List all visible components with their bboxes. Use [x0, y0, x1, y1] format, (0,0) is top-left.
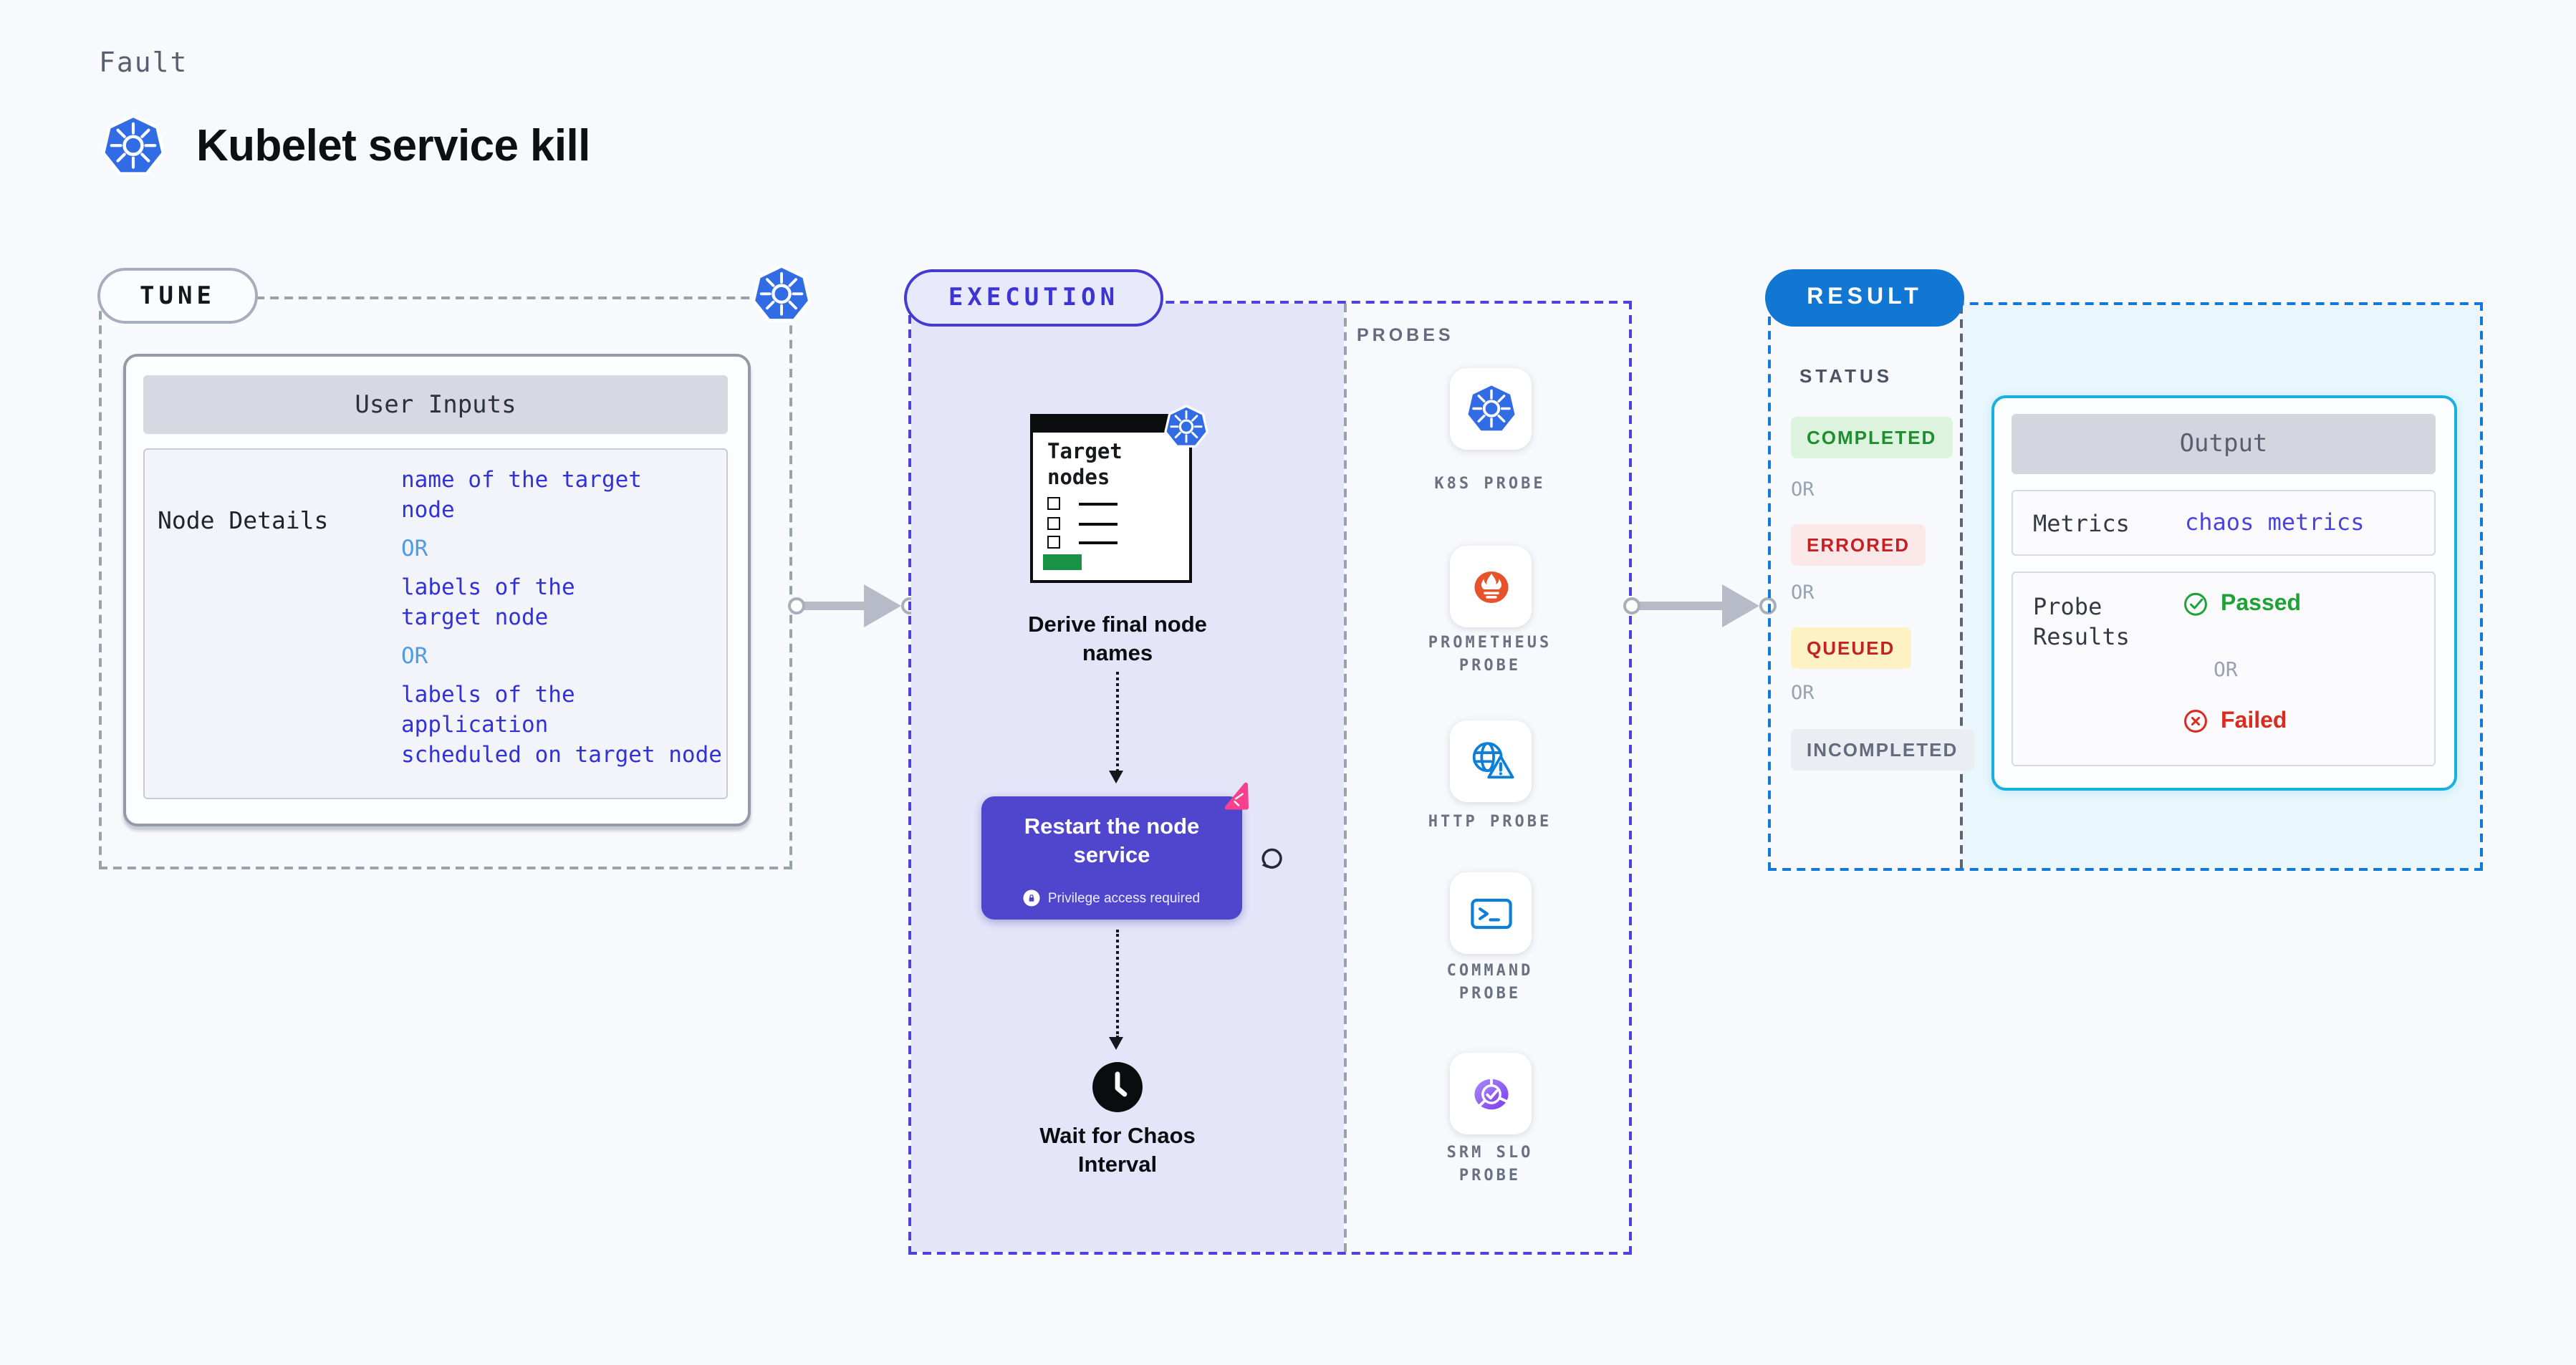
fault-kicker: Fault	[99, 47, 188, 79]
result-divider	[1960, 305, 1963, 868]
node-details-values: name of the target node OR labels of the…	[401, 466, 728, 771]
or-separator: OR	[401, 536, 428, 561]
node-details-row: Node Details name of the target node OR …	[143, 448, 728, 799]
tune-to-execution-arrow	[788, 576, 918, 636]
execution-section	[908, 301, 1632, 1255]
probe-card-prometheus	[1450, 546, 1532, 627]
kubernetes-icon	[100, 113, 166, 180]
command-probe-icon	[1464, 886, 1518, 940]
passed-label: Passed	[2221, 591, 2302, 615]
value-node-labels: labels of the target node	[401, 574, 575, 630]
probe-label: HTTP PROBE	[1428, 812, 1552, 831]
checkbox-icon	[1047, 517, 1060, 530]
derive-node-names-step: Derive final node names	[1028, 613, 1207, 665]
node-list-item	[1047, 517, 1176, 531]
checkbox-icon	[1047, 497, 1060, 510]
chaos-step-icon	[1219, 779, 1254, 814]
probes-title: PROBES	[1357, 325, 1454, 345]
flow-dotted-arrow	[1109, 672, 1123, 783]
probe-label: COMMAND PROBE	[1446, 961, 1534, 1003]
user-inputs-title: User Inputs	[143, 375, 728, 434]
tune-pill: TUNE	[97, 268, 258, 324]
execution-to-result-arrow	[1623, 576, 1777, 636]
or-separator: OR	[401, 643, 428, 669]
or-separator: OR	[1791, 478, 1815, 501]
http-probe-icon	[1464, 734, 1518, 788]
metrics-row: Metrics chaos metrics	[2012, 490, 2436, 556]
restart-step-title: Restart the node service	[1024, 815, 1200, 867]
page-title: Kubelet service kill	[196, 120, 590, 170]
prometheus-icon	[1464, 559, 1518, 614]
flow-dotted-arrow	[1109, 930, 1123, 1050]
probe-label: K8S PROBE	[1434, 474, 1546, 493]
or-separator: OR	[1791, 582, 1815, 604]
restart-node-service-card: Restart the node service Privilege acces…	[981, 796, 1242, 920]
connector-dot	[788, 597, 805, 614]
list-line	[1079, 503, 1118, 506]
or-separator: OR	[2214, 659, 2238, 682]
status-badge-completed: COMPLETED	[1791, 417, 1953, 458]
user-inputs-card: User Inputs Node Details name of the tar…	[123, 354, 751, 826]
output-title: Output	[2012, 414, 2436, 474]
arrow-head-icon	[1722, 584, 1759, 627]
result-pill: RESULT	[1765, 269, 1964, 327]
probe-card-srm-slo	[1450, 1053, 1532, 1134]
passed-result: Passed	[2182, 590, 2301, 617]
node-details-label: Node Details	[158, 507, 329, 534]
probe-card-command	[1450, 872, 1532, 954]
privilege-badge: Privilege access required	[981, 889, 1242, 907]
progress-bar	[1043, 554, 1082, 570]
arrow-line	[1638, 602, 1728, 610]
tune-section	[99, 296, 792, 869]
clock-icon	[1090, 1060, 1145, 1114]
execution-pill: EXECUTION	[904, 269, 1163, 327]
failed-label: Failed	[2221, 708, 2287, 733]
status-badge-errored: ERRORED	[1791, 524, 1926, 566]
srm-slo-probe-icon	[1464, 1066, 1518, 1121]
check-circle-icon	[2182, 590, 2209, 617]
metrics-label: Metrics	[2033, 510, 2130, 537]
metrics-value: chaos metrics	[2185, 508, 2365, 536]
card-title-bar	[1033, 417, 1189, 433]
checkbox-icon	[1047, 536, 1060, 549]
kubernetes-icon	[1464, 382, 1518, 436]
wait-chaos-interval-step: Wait for Chaos Interval	[1039, 1124, 1196, 1177]
arrow-line	[802, 602, 870, 610]
arrow-head-icon	[864, 584, 901, 627]
result-section	[1768, 302, 2483, 871]
x-circle-icon	[2182, 708, 2209, 735]
failed-result: Failed	[2182, 708, 2287, 735]
connector-dot	[1623, 597, 1640, 614]
node-list-item	[1047, 536, 1176, 550]
probe-results-label: Probe Results	[2033, 593, 2130, 650]
status-badge-queued: QUEUED	[1791, 627, 1911, 669]
list-line	[1079, 523, 1118, 526]
output-card: Output Metrics chaos metrics Probe Resul…	[1991, 395, 2457, 791]
kubernetes-icon	[1163, 404, 1209, 451]
kubernetes-icon	[751, 264, 812, 327]
lock-icon	[1024, 889, 1041, 907]
or-separator: OR	[1791, 682, 1815, 705]
probe-card-k8s	[1450, 368, 1532, 450]
retry-loop-icon	[1255, 842, 1287, 874]
privilege-badge-label: Privilege access required	[1047, 890, 1201, 906]
probe-results-row: Probe Results Passed OR Failed	[2012, 571, 2436, 766]
probe-card-http	[1450, 720, 1532, 802]
probe-label: PROMETHEUS PROBE	[1428, 633, 1552, 675]
status-title: STATUS	[1799, 365, 1893, 387]
node-list-item	[1047, 497, 1176, 511]
value-node-name: name of the target node	[401, 467, 642, 523]
value-app-labels: labels of the application scheduled on t…	[401, 682, 722, 768]
target-nodes-card: Target nodes	[1030, 414, 1192, 583]
execution-probes-divider	[1344, 304, 1347, 1252]
status-badge-incompleted: INCOMPLETED	[1791, 729, 1974, 771]
probe-label: SRM SLO PROBE	[1446, 1143, 1534, 1185]
list-line	[1079, 541, 1118, 544]
target-nodes-title: Target nodes	[1047, 441, 1123, 489]
